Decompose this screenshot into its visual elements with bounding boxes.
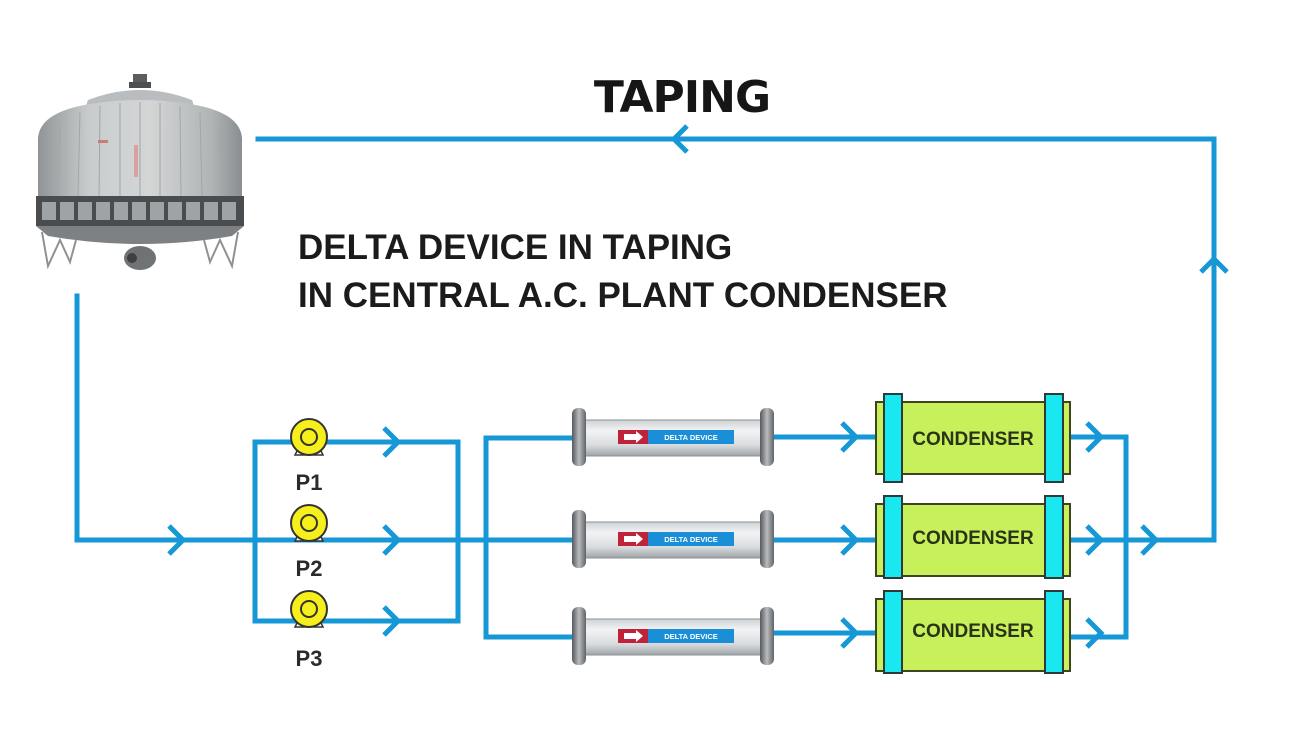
flow-arrow-icon <box>1085 421 1105 453</box>
pump-label: P3 <box>296 646 323 671</box>
flow-arrow-icon <box>382 524 402 556</box>
flow-arrow-icon <box>1085 617 1105 649</box>
flow-arrow-icon <box>382 426 402 458</box>
flow-arrow-icon <box>382 605 402 637</box>
condenser-label: CONDENSER <box>912 429 1034 450</box>
flow-arrow-icon <box>840 421 860 453</box>
pump-P1: P1 <box>290 418 328 495</box>
title-taping: TAPING <box>594 72 770 123</box>
condenser-label: CONDENSER <box>912 528 1034 549</box>
pump-label: P1 <box>296 470 323 495</box>
condenser-1: CONDENSER <box>875 393 1071 483</box>
heading-line-1: DELTA DEVICE IN TAPING <box>298 228 732 267</box>
flow-arrow-icon <box>1140 524 1160 556</box>
pump-label: P2 <box>296 556 323 581</box>
delta-device-label: DELTA DEVICE <box>664 535 718 544</box>
condenser-label: CONDENSER <box>912 621 1034 642</box>
pump-inlet-header <box>252 439 299 624</box>
delta-device-1: DELTA DEVICE <box>572 408 774 466</box>
piping <box>74 124 1229 649</box>
condenser-2: CONDENSER <box>875 495 1071 579</box>
pump-P3: P3 <box>290 590 328 671</box>
delta-device-label: DELTA DEVICE <box>664 632 718 641</box>
flow-arrow-icon <box>1199 255 1229 274</box>
flow-arrow-icon <box>1085 524 1105 556</box>
arrow-right-icon <box>624 431 643 443</box>
supply-pipe <box>74 293 489 543</box>
delta-device-label: DELTA DEVICE <box>664 433 718 442</box>
heading-line-2: IN CENTRAL A.C. PLANT CONDENSER <box>298 276 947 315</box>
flow-arrow-icon <box>670 124 689 154</box>
arrow-right-icon <box>624 630 643 642</box>
pump-P2: P2 <box>290 504 328 581</box>
flow-arrow-icon <box>840 524 860 556</box>
flow-arrow-icon <box>167 524 187 556</box>
arrow-right-icon <box>624 533 643 545</box>
return-pipe <box>255 136 1217 543</box>
cooling-tower-icon <box>36 74 244 270</box>
delta-device-3: DELTA DEVICE <box>572 607 774 665</box>
condenser-3: CONDENSER <box>875 590 1071 674</box>
delta-device-2: DELTA DEVICE <box>572 510 774 568</box>
flow-arrow-icon <box>840 617 860 649</box>
